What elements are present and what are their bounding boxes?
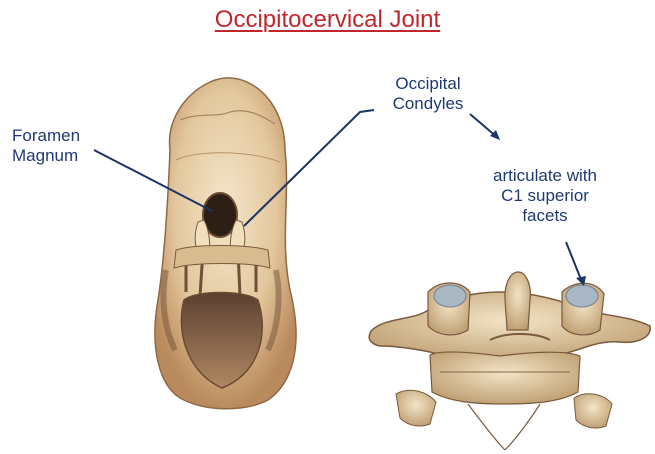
- c1-superior-facet-left: [434, 285, 466, 307]
- pointer-c1-facet: [566, 242, 582, 282]
- c1-vertebra-image: [369, 272, 650, 450]
- c2-body: [430, 352, 580, 404]
- dens: [505, 272, 530, 330]
- skull-base-image: [155, 78, 296, 409]
- c2-spinous-right: [574, 394, 612, 428]
- c1-superior-facet-right: [566, 285, 598, 307]
- c2-spinous-left: [396, 390, 436, 426]
